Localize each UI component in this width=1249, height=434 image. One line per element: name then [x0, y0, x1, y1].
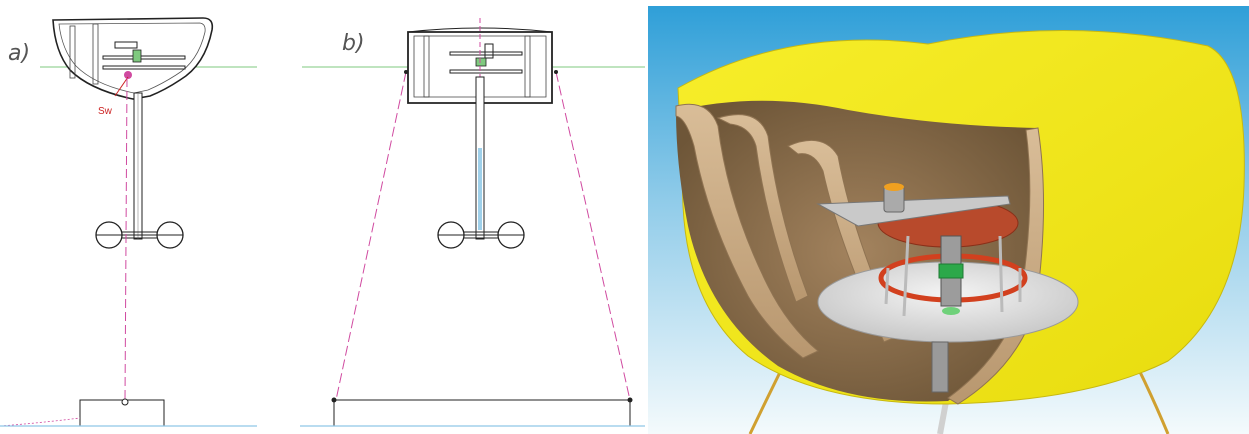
hub-cap — [884, 183, 904, 191]
panel-a-label: a) — [8, 41, 30, 66]
hood-rib-left — [69, 25, 76, 79]
mechanism-arm-upper — [449, 51, 523, 56]
render-3d-view — [648, 6, 1249, 434]
hood-rib-middle — [92, 23, 99, 85]
panel-a-drawing: Sw a) — [0, 0, 270, 434]
base-platform — [333, 399, 631, 427]
spring-element — [475, 57, 487, 67]
housing-rib-right — [524, 35, 531, 98]
sw-annotation: Sw — [98, 106, 113, 117]
laser-line — [124, 77, 128, 401]
mechanism-arm-lower — [102, 65, 186, 70]
green-sensor — [942, 307, 960, 315]
green-coupler — [938, 263, 964, 279]
trace-line — [0, 417, 81, 427]
mechanism-top — [114, 41, 138, 49]
rod-segment — [478, 148, 482, 230]
wood-wall-left — [675, 103, 819, 359]
support-leg-left — [335, 71, 407, 401]
target-point — [121, 398, 129, 406]
upper-arm — [816, 195, 1011, 227]
sw-leader-line — [114, 76, 129, 97]
bottom-shaft — [931, 341, 949, 393]
base-box — [79, 399, 165, 427]
switch-marker — [124, 71, 132, 79]
mechanism-top — [484, 43, 494, 59]
panel-b-label: b) — [342, 31, 365, 56]
mechanism-arm-upper — [102, 55, 186, 60]
wood-rib-1 — [716, 114, 809, 303]
mechanism-arm-lower — [449, 69, 523, 74]
housing-rib-left — [423, 35, 430, 98]
support-leg-right — [555, 71, 631, 401]
panel-b-drawing: b) — [300, 0, 645, 434]
spring-element — [132, 49, 142, 63]
hood-inner-wall — [58, 22, 206, 94]
